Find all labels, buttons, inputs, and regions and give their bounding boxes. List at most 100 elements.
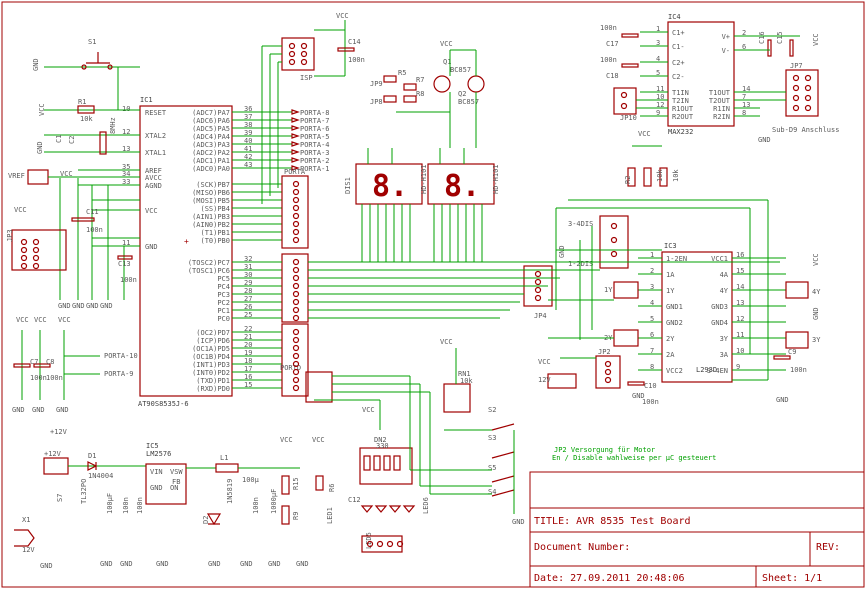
s1-label: S1 <box>88 38 96 46</box>
rn1-switches[interactable]: VCC RN1 10k S2 S3 S5 S4 GND <box>440 338 525 526</box>
svg-text:8.: 8. <box>372 169 408 204</box>
ic1-pin-number: 38 <box>244 121 252 129</box>
svg-text:MAX232: MAX232 <box>668 128 693 136</box>
jp4-header[interactable]: JP4 <box>523 265 553 320</box>
ic1-pin-number: 35 <box>122 163 130 171</box>
net-flag <box>291 117 300 123</box>
ic1-port-pin: (ADC2)PA2 <box>192 149 230 157</box>
l293-enable-jumpers[interactable]: 3-4DIS 1-2DIS GND <box>558 215 629 269</box>
svg-text:LED6: LED6 <box>422 497 430 514</box>
net-flag <box>291 125 300 131</box>
svg-text:LM2576: LM2576 <box>146 450 171 458</box>
portb-header[interactable]: PORTA <box>281 168 309 249</box>
svg-text:100n: 100n <box>86 226 103 234</box>
ic4-pin-label: V- <box>722 47 730 55</box>
svg-text:R15: R15 <box>292 477 300 490</box>
ic1-pin-number: 37 <box>244 113 252 121</box>
svg-text:12V: 12V <box>538 376 551 384</box>
svg-text:JP9: JP9 <box>370 80 383 88</box>
svg-text:VCC: VCC <box>362 406 375 414</box>
note-line2: En / Disable wahlweise per µC gesteuert <box>552 454 716 462</box>
svg-text:C2: C2 <box>68 136 76 144</box>
porta-net-label: PORTA-6 <box>300 125 330 133</box>
ic3-pin-number: 6 <box>650 331 654 339</box>
portc-header[interactable] <box>281 253 309 323</box>
jp10-header[interactable]: JP10 <box>613 87 637 122</box>
ic1-pin-number: 34 <box>122 170 130 178</box>
ic3-pin-label: 1-2EN <box>666 255 687 263</box>
svg-text:R7: R7 <box>416 76 424 84</box>
net-flag <box>291 165 300 171</box>
ic1-pin-label: VCC <box>145 207 158 215</box>
ic4-pin-label: C1+ <box>672 29 685 37</box>
ic1-port-pin: (INT0)PD2 <box>192 369 230 377</box>
ic1-pin-number: 25 <box>244 311 252 319</box>
ic3-pin-number: 10 <box>736 347 744 355</box>
ic1-pin-number: 43 <box>244 161 252 169</box>
ic3-pin-number: 11 <box>736 331 744 339</box>
ic1-pin-number: 22 <box>244 325 252 333</box>
title-block: TITLE: AVR 8535 Test Board Document Numb… <box>529 471 865 588</box>
net-flag <box>291 133 300 139</box>
ic1-port-pin: PC2 <box>217 299 230 307</box>
ic4-pin-label: T1OUT <box>709 89 731 97</box>
ic1-pin-number: 20 <box>244 341 252 349</box>
svg-text:GND: GND <box>58 302 71 310</box>
ic1-avr: IC1 AT90S8535J-6 RESET10XTAL212XTAL113AR… <box>122 96 292 408</box>
ic3-pin-label: GND1 <box>666 303 683 311</box>
svg-text:GND: GND <box>36 141 44 154</box>
ic1-port-pin: (ICP)PD6 <box>196 337 230 345</box>
ic4-pin-label: R1OUT <box>672 105 694 113</box>
jp7-subd-header[interactable]: JP7 Sub-D9 Anschluss GND <box>758 62 839 144</box>
svg-text:12V: 12V <box>22 546 35 554</box>
ic3-pin-number: 1 <box>650 251 654 259</box>
svg-text:L1: L1 <box>220 454 228 462</box>
svg-text:PORTD: PORTD <box>280 364 301 372</box>
ic1-name: IC1 <box>140 96 153 104</box>
ic4-pin-label: R1IN <box>713 105 730 113</box>
portd-header[interactable]: PORTD <box>280 323 333 403</box>
ic4-pin-label: T1IN <box>672 89 689 97</box>
svg-text:JP3: JP3 <box>6 229 14 242</box>
svg-text:GND: GND <box>100 302 113 310</box>
isp-header[interactable]: ISP C14 100n VCC <box>261 12 365 204</box>
ic1-pin-label: XTAL2 <box>145 132 166 140</box>
motor-outputs[interactable]: 1Y 2Y 3Y 4Y <box>604 281 821 349</box>
ic3-pin-number: 8 <box>650 363 654 371</box>
svg-text:10k: 10k <box>80 115 93 123</box>
jp3-header[interactable]: JP3 VCC <box>6 206 67 271</box>
svg-text:GND: GND <box>208 560 221 568</box>
ic4-pin-number: 7 <box>742 93 746 101</box>
svg-text:1000µF: 1000µF <box>270 489 278 514</box>
ic1-port-pin: (ADC5)PA5 <box>192 125 230 133</box>
header-pin <box>292 282 300 290</box>
svg-text:GND: GND <box>150 484 163 492</box>
svg-text:S3: S3 <box>488 434 496 442</box>
ic1-port-pin: (TOSC2)PC7 <box>188 259 230 267</box>
svg-text:VSW: VSW <box>170 468 183 476</box>
svg-text:R6: R6 <box>328 484 336 492</box>
ic4-pin-number: 9 <box>656 109 660 117</box>
net-flag <box>291 109 300 115</box>
svg-text:Q2: Q2 <box>458 90 466 98</box>
ic1-pin-number: 21 <box>244 333 252 341</box>
ic4-pin-number: 4 <box>656 55 660 63</box>
porta-net-label: PORTA-1 <box>300 165 330 173</box>
svg-text:VCC: VCC <box>440 40 453 48</box>
svg-text:GND: GND <box>120 560 133 568</box>
ic1-part: AT90S8535J-6 <box>138 400 189 408</box>
svg-text:GND: GND <box>296 560 309 568</box>
header-pin <box>292 360 300 368</box>
led-bar: VCC DN2 330 C12 LED6 LED5 <box>348 406 430 553</box>
svg-text:VIN: VIN <box>150 468 163 476</box>
svg-text:DIS1: DIS1 <box>344 177 352 194</box>
jp2-motor-supply[interactable]: JP2 VCC 12V <box>538 348 621 389</box>
svg-text:R5: R5 <box>398 69 406 77</box>
ic3-pin-number: 4 <box>650 299 654 307</box>
svg-text:IC4: IC4 <box>668 13 681 21</box>
svg-text:100µ: 100µ <box>242 476 260 484</box>
ic3-pin-number: 13 <box>736 299 744 307</box>
ic1-pin-number: 19 <box>244 349 252 357</box>
